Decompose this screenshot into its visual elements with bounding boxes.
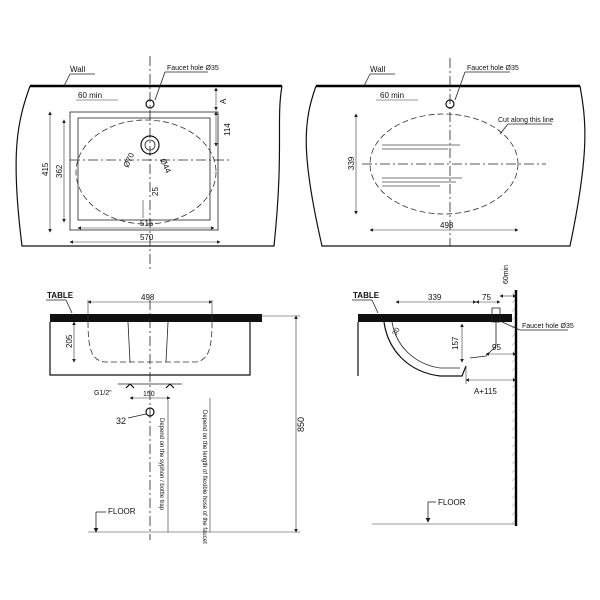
dim-570-label: 570 — [140, 233, 154, 242]
basin-outline-rect — [69, 111, 219, 231]
dia44-label: Ø44 — [158, 157, 173, 175]
dim-205-label: 205 — [65, 334, 74, 348]
bottom-left-front-view: TABLE 498 205 G1/2" 150 32 Depend on the… — [46, 291, 306, 544]
min-60-label: 60min — [503, 265, 510, 284]
drain-pipe-icon — [145, 407, 155, 417]
dim-415-label: 415 — [41, 162, 50, 176]
basin-profile — [383, 321, 467, 377]
top-right-cutout-view: Wall Faucet hole Ø35 60 min Cut along th… — [305, 58, 586, 247]
fine-print-notes — [382, 144, 462, 187]
dim-25-label: 25 — [151, 187, 160, 196]
floor-label: FLOOR — [108, 507, 136, 516]
wall-label: Wall — [70, 65, 85, 74]
faucet-hole-label: Faucet hole Ø35 — [167, 65, 219, 72]
dim-30-label: 30 — [392, 327, 402, 337]
min-60-label: 60 min — [78, 91, 102, 100]
top-left-plan-view: Wall Faucet hole Ø35 60 min A 114 Ø70 Ø4… — [15, 56, 283, 270]
dim-339-label: 339 — [347, 156, 356, 170]
table-top — [358, 314, 512, 322]
dim-498-label: 498 — [440, 221, 454, 230]
min-60-label: 60 min — [380, 91, 404, 100]
faucet-hole-label: Faucet hole Ø35 — [522, 323, 574, 330]
dim-a-label: A — [219, 98, 228, 104]
supply-valve-right-icon — [165, 383, 175, 389]
faucet-body — [491, 307, 501, 323]
overflow-hole-icon — [140, 135, 160, 155]
bottom-right-side-view: TABLE 339 75 60min 30 157 Faucet hole Ø3… — [352, 265, 574, 526]
dim-850-label: 850 — [296, 417, 306, 432]
faucet-hole-label: Faucet hole Ø35 — [467, 65, 519, 72]
dim-32-label: 32 — [116, 416, 126, 426]
dim-150-label: 150 — [143, 391, 155, 398]
table-top — [50, 314, 262, 322]
dim-339-label: 339 — [428, 293, 442, 302]
bowl-outline — [75, 119, 217, 225]
table-label: TABLE — [353, 291, 380, 300]
wall-label: Wall — [370, 65, 385, 74]
syphon-note: Depend on the syphon / bottle trap — [158, 418, 164, 511]
supply-valve-left-icon — [125, 383, 135, 389]
dim-95-label: 95 — [492, 343, 501, 352]
cut-line-label: Cut along this line — [498, 117, 554, 124]
cut-line-oval — [369, 113, 519, 215]
dim-157-label: 157 — [451, 336, 460, 350]
table-label: TABLE — [47, 291, 74, 300]
counter-outline — [15, 85, 283, 247]
dim-498-label: 498 — [141, 293, 155, 302]
a115-label: A+115 — [474, 387, 497, 396]
dim-75-label: 75 — [482, 293, 491, 302]
dim-362-label: 362 — [55, 164, 64, 178]
faucet-hose-note: Depend on the length of flexible hose of… — [201, 410, 207, 544]
g12-label: G1/2" — [94, 390, 112, 397]
floor-label: FLOOR — [438, 498, 466, 507]
dim-114-label: 114 — [223, 123, 232, 136]
counter-outline — [305, 85, 586, 247]
dim-515-label: 515 — [140, 219, 154, 228]
dia70-label: Ø70 — [122, 151, 137, 169]
